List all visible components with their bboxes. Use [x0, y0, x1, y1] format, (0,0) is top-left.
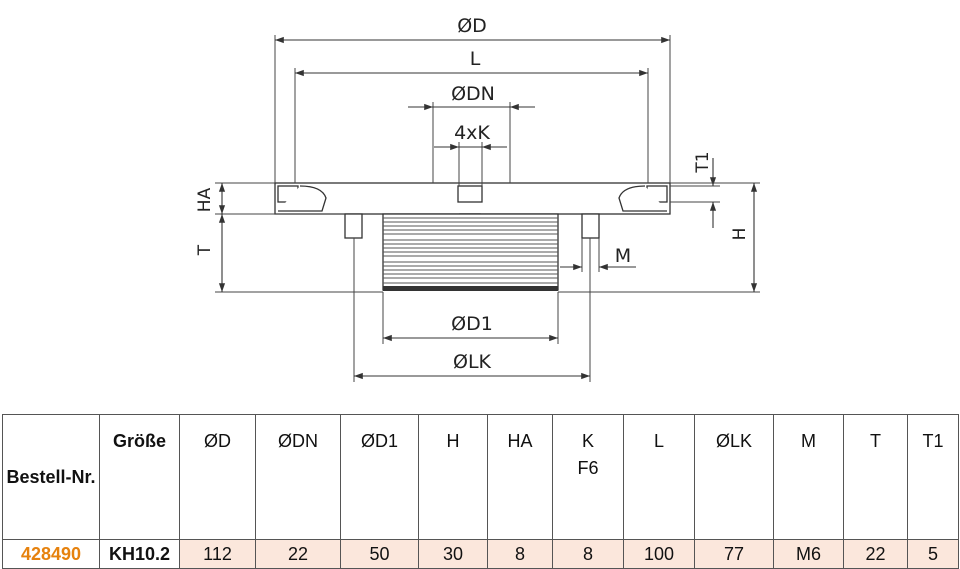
header-size: Größe [99, 414, 180, 540]
dim-h-label: H [730, 228, 750, 241]
body-base [383, 286, 558, 291]
dim-lk-label: ØLK [453, 351, 492, 373]
dim-t-label: T [195, 244, 215, 256]
header-k-tolerance: F6 [577, 458, 599, 478]
header-d: ØD [179, 414, 256, 540]
header-k-label: K [581, 431, 594, 451]
part-drawing [274, 182, 671, 291]
dim-d1-label: ØD1 [451, 313, 493, 335]
header-h: H [418, 414, 488, 540]
right-recess [618, 185, 667, 212]
left-recess [278, 185, 327, 212]
table-header-row: Bestell-Nr. Größe ØD ØDN ØD1 H HA K F6 L… [2, 414, 959, 540]
dim-m-label: M [615, 245, 631, 267]
header-d1: ØD1 [340, 414, 419, 540]
cell-h: 30 [418, 539, 488, 569]
dim-ha-label: HA [195, 187, 215, 212]
dim-t1-label: T1 [693, 151, 713, 173]
header-ha: HA [487, 414, 553, 540]
order-number-link[interactable]: 428490 [2, 539, 100, 569]
cell-dn: 22 [255, 539, 341, 569]
cell-l: 100 [623, 539, 695, 569]
dim-l-label: L [470, 48, 481, 70]
header-t1: T1 [907, 414, 959, 540]
cell-ha: 8 [487, 539, 553, 569]
header-order: Bestell-Nr. [2, 414, 100, 540]
header-t: T [843, 414, 908, 540]
dim-d-label: ØD [457, 15, 487, 37]
header-m: M [773, 414, 844, 540]
header-lk: ØLK [694, 414, 774, 540]
header-k: K F6 [552, 414, 624, 540]
technical-drawing: ØD L ØDN 4xK T1 HA T H M ØD1 ØLK [195, 15, 760, 382]
cell-t1: 5 [907, 539, 959, 569]
cell-t: 22 [843, 539, 908, 569]
cell-lk: 77 [694, 539, 774, 569]
thread-lines [383, 217, 558, 284]
right-pin [581, 213, 600, 239]
table-row: 428490 KH10.2 112 22 50 30 8 8 100 77 M6… [2, 539, 959, 569]
spec-table: Bestell-Nr. Größe ØD ØDN ØD1 H HA K F6 L… [2, 414, 959, 569]
cell-d: 112 [179, 539, 256, 569]
header-dn: ØDN [255, 414, 341, 540]
dim-k-label: 4xK [454, 122, 490, 144]
left-pin [344, 213, 363, 239]
dim-dn-label: ØDN [451, 83, 495, 105]
cell-m: M6 [773, 539, 844, 569]
header-l: L [623, 414, 695, 540]
cell-k: 8 [552, 539, 624, 569]
cell-d1: 50 [340, 539, 419, 569]
center-pin [457, 185, 483, 203]
cell-size: KH10.2 [99, 539, 180, 569]
